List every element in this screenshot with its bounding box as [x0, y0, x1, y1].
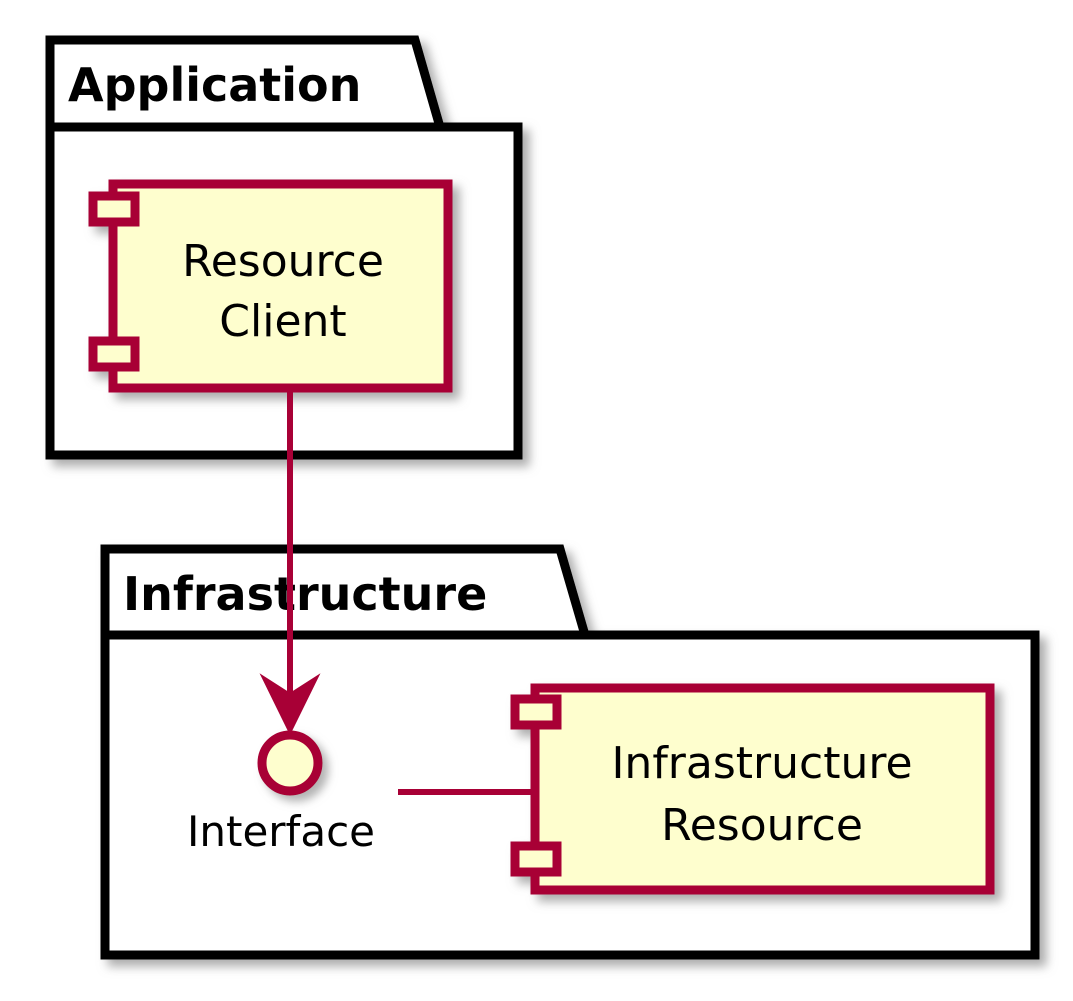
component-infrastructure-resource-box: [530, 683, 995, 895]
interface-circle-icon: [257, 730, 323, 796]
component-resource-client-port-top: [88, 191, 140, 227]
component-resource-client-label-line-2: Client: [219, 296, 346, 347]
component-resource-client-box: [108, 179, 453, 393]
interface-label: Interface: [187, 807, 375, 856]
component-infrastructure-resource-label-line-1: Infrastructure: [611, 738, 912, 789]
connector-resource-client-to-interface[interactable]: [259, 388, 321, 736]
component-infrastructure-resource-port-bottom: [510, 841, 562, 877]
interface-lollipop[interactable]: Interface: [187, 730, 375, 856]
component-resource-client[interactable]: Resource Client: [88, 179, 453, 393]
package-application-title: Application: [68, 58, 361, 112]
component-infrastructure-resource-port-top: [510, 694, 562, 730]
component-resource-client-shape: [88, 179, 453, 393]
component-resource-client-label-line-1: Resource: [182, 236, 384, 287]
component-resource-client-port-bottom: [88, 336, 140, 372]
arrowhead-icon: [259, 673, 321, 736]
package-infrastructure-title: Infrastructure: [123, 567, 487, 621]
component-infrastructure-resource-shape: [510, 683, 995, 895]
component-infrastructure-resource-label-line-2: Resource: [661, 800, 863, 851]
component-infrastructure-resource[interactable]: Infrastructure Resource: [510, 683, 995, 895]
